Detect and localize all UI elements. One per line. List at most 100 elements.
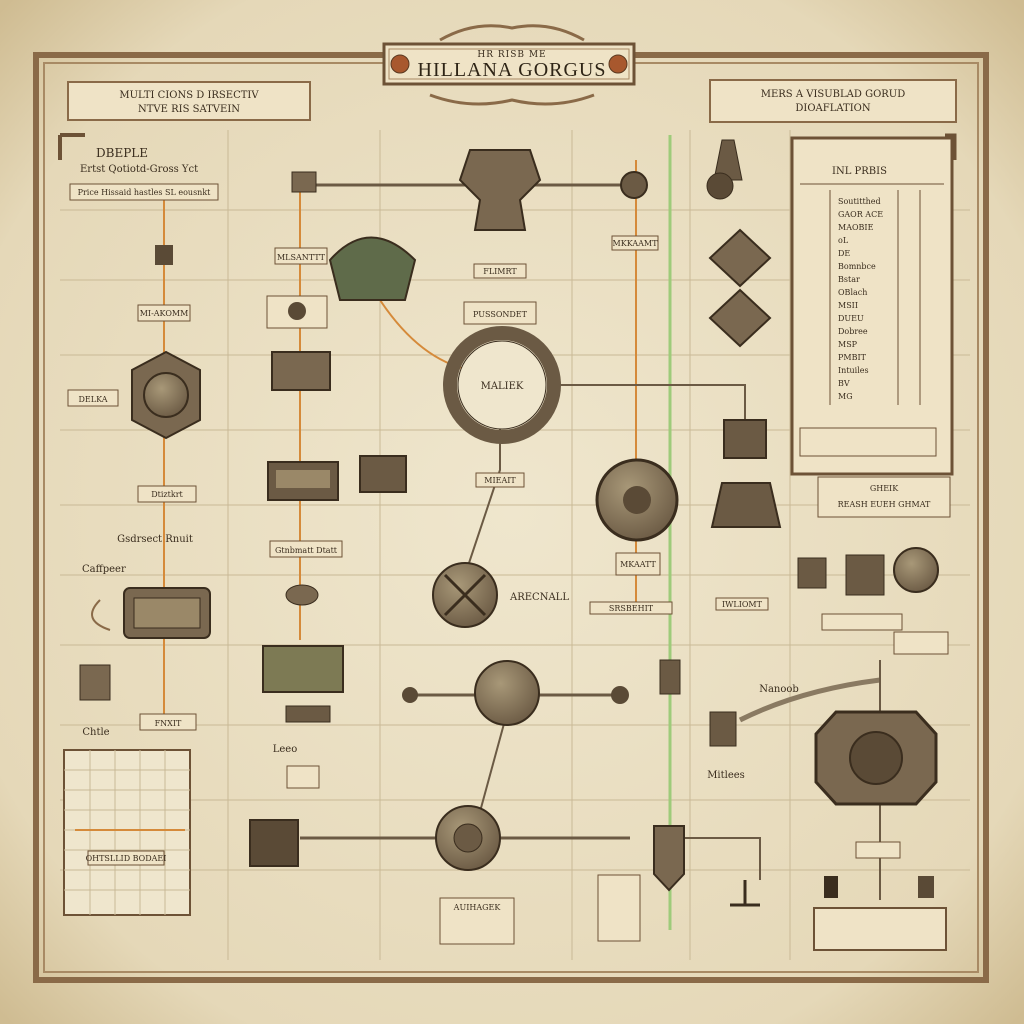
banner-right: MERS A VISUBLAD GORUD DIOAFLATION [709, 79, 957, 123]
center-top-box: PUSSONDET [473, 310, 528, 319]
left-mini-chart: OHTSLLID BODAEI [63, 749, 191, 916]
right-mid-label-note: IWLIOMT [722, 600, 763, 609]
center-top-machine [458, 149, 542, 231]
right-panel-item: Intuiles [838, 366, 869, 375]
right-panel-item: Bstar [838, 275, 860, 284]
right-panel-item: BV [838, 379, 850, 388]
right-mid-stand-icon [730, 880, 760, 907]
right-lower-cluster: GHEIK REASH EUEH GHMAT Nanoob Mitlees [707, 476, 951, 951]
right-lower-note-a: Nanoob [759, 684, 799, 695]
right-mid-star2-icon [708, 288, 772, 348]
col2-side-module [359, 455, 407, 493]
right-lower-tag2 [893, 631, 949, 655]
bus-right [560, 384, 746, 420]
header-overline: HR RISB ME [477, 50, 546, 60]
left-row-label: Gsdrsect Rnuit [117, 534, 193, 545]
left-connector-icon [155, 245, 173, 265]
right-panel-item: DUEU [838, 314, 864, 323]
page-title: HILLANA GORGUS [418, 59, 607, 81]
right-lower-knob-icon [918, 876, 934, 898]
right-mid-base-icon [710, 482, 782, 528]
right-panel-item: MG [838, 392, 853, 401]
center-lower-right-knob-icon [611, 686, 629, 704]
right-mid-lamp-icon [713, 139, 743, 181]
center-label-under: FLIMRT [483, 267, 517, 276]
left-box-mid: MI-AKOMM [140, 309, 189, 318]
right-mid-box2: MKAATT [620, 560, 656, 569]
right-panel-item: DE [838, 249, 850, 258]
right-panel-item: Dobree [838, 327, 868, 336]
col2-module-inner [276, 470, 330, 488]
col2-green-panel [262, 645, 344, 693]
column-two: MLSANTTT Gtnbmatt Dtatt Leeo [262, 171, 407, 789]
right-panel-item: PMBIT [838, 353, 867, 362]
right-lower-panel [813, 907, 947, 951]
right-lower-plug-icon [824, 876, 838, 898]
center-lower-left-knob-icon [402, 687, 418, 703]
center-ring [443, 326, 561, 444]
right-mid-star-icon [708, 228, 772, 288]
banner-left-line1: MULTI CIONS D IRSECTIV [119, 90, 259, 101]
left-heading: DBEPLE [96, 146, 148, 160]
right-panel-item: Bomnbce [838, 262, 876, 271]
right-panel-item: MAOBIE [838, 223, 874, 232]
left-box-fnxt: FNXIT [155, 719, 182, 728]
right-panel-item: MSII [838, 301, 858, 310]
banner-right-line2: DIOAFLATION [795, 103, 870, 114]
center-ring-label: MALIEK [481, 381, 524, 392]
center-disc-cross-icon [443, 573, 487, 617]
right-lower-caption-body: REASH EUEH GHMAT [838, 500, 931, 509]
right-mid-knob-icon [706, 172, 734, 200]
center-bottom-right-tag [597, 874, 641, 942]
right-panel-item: Soutitthed [838, 197, 881, 206]
right-panel-item: GAOR ACE [838, 210, 883, 219]
center-side-box: MIEAIT [484, 476, 516, 485]
col2-gauge-icon [288, 302, 306, 320]
right-panel-item: MSP [838, 340, 858, 349]
left-lamp-icon [79, 664, 111, 701]
left-bottom-note: Chtle [82, 727, 109, 738]
center-cluster: FLIMRT PUSSONDET MALIEK MIEAIT ARECNALL … [249, 149, 641, 945]
right-mid-valve-icon [620, 171, 648, 199]
left-caption-box: Price Hissaid hastles SL eousnkt [78, 188, 212, 197]
left-subheading: Ertst Qotiotd-Gross Yct [80, 164, 198, 175]
left-chart-box-label: OHTSLLID BODAEI [86, 854, 167, 863]
right-lower-note-b: Mitlees [707, 770, 745, 781]
right-lower-gauge-icon [797, 557, 827, 589]
right-mid-box1: MKKAAMT [613, 239, 659, 248]
right-mid-box-icon [709, 711, 737, 747]
right-lower-tag [821, 613, 903, 631]
right-lower-caption-title: GHEIK [870, 484, 899, 493]
right-lower-bell-icon [893, 547, 939, 593]
right-mid-block-icon [723, 419, 767, 459]
left-dial-icon [143, 372, 189, 418]
header-cartouche: HR RISB ME HILLANA GORGUS [382, 24, 636, 106]
right-mid-cluster: MKKAAMT MKAATT SRSBEHIT IWLIOMT [589, 139, 782, 907]
bus-bottom-right [680, 837, 761, 880]
left-column: DBEPLE Ertst Qotiotd-Gross Yct Price His… [58, 133, 219, 916]
center-bottom-box-label: AUIHAGEK [453, 903, 502, 912]
right-panel-title: INL PRBIS [832, 166, 887, 177]
pipe-right [738, 677, 881, 723]
right-mid-shield-icon [653, 825, 685, 892]
right-mid-post-icon [659, 659, 681, 695]
right-lower-meter-icon [845, 554, 885, 596]
col2-label-top: MLSANTTT [277, 253, 326, 262]
right-mid-strip-label: SRSBEHIT [609, 604, 654, 613]
center-bottom-left-device [249, 819, 299, 867]
col2-label-mid: Gtnbmatt Dtatt [275, 546, 338, 555]
col2-legend-swatch [286, 765, 320, 789]
hook-left [91, 599, 111, 631]
center-dome-icon [328, 236, 417, 301]
right-panel-item: oL [838, 236, 849, 245]
col2-small-box [285, 705, 331, 723]
banner-left-line2: NTVE RIS SATVEIN [138, 104, 240, 115]
left-control-inner [133, 597, 201, 629]
right-lower-label-box [855, 841, 901, 859]
col2-probe-icon [285, 584, 319, 606]
left-label-lower: Dtiztkrt [151, 490, 183, 499]
